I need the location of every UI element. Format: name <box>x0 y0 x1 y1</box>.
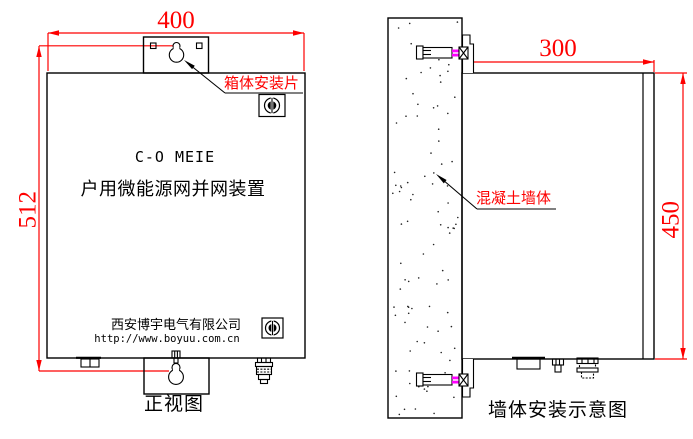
keyhole-mounting-slot-icon <box>168 362 184 385</box>
screw-icon <box>171 350 181 364</box>
cable-gland-icon <box>254 357 274 385</box>
expansion-anchor-bolt-icon <box>415 45 469 60</box>
dimension-400-lines <box>47 30 305 71</box>
mounting-plate-callout: 箱体安装片 <box>224 75 300 92</box>
keyhole-mounting-slot-icon <box>168 41 185 63</box>
device-model-text: C-O MEIE <box>134 148 216 166</box>
enclosure-side-outline <box>461 72 655 360</box>
cable-gland-icon <box>576 357 599 379</box>
enclosure-outline <box>46 72 306 359</box>
wall-leader-line <box>436 174 556 210</box>
front-view-caption: 正视图 <box>143 394 204 415</box>
front-view <box>46 36 306 395</box>
side-view <box>415 34 655 398</box>
concrete-wall <box>387 17 463 419</box>
bottom-mounting-plate <box>143 350 210 395</box>
dimension-450-label: 450 <box>657 201 685 239</box>
mounting-plate-leader-line <box>184 60 303 94</box>
side-view-caption: 墙体安装示意图 <box>487 400 628 421</box>
company-name-text: 西安博宇电气有限公司 <box>110 317 241 332</box>
antenna-stub-icon <box>551 358 565 373</box>
dimension-512-label: 512 <box>14 191 42 229</box>
connector-side-icon <box>512 356 545 370</box>
dimension-400-label: 400 <box>157 7 195 34</box>
terminal-block-icon <box>76 356 101 368</box>
dimension-300-label: 300 <box>539 35 577 62</box>
device-product-name: 户用微能源网并网装置 <box>80 179 266 199</box>
concrete-wall-callout: 混凝土墙体 <box>476 190 552 207</box>
company-website-text: http://www.boyuu.com.cn <box>94 333 240 345</box>
top-mounting-plate <box>142 36 210 74</box>
expansion-anchor-bolt-icon <box>415 372 469 387</box>
concrete-stipple-texture <box>392 21 459 416</box>
dimension-450-lines <box>655 72 687 360</box>
screw-head-icon <box>261 317 284 339</box>
screw-head-icon <box>258 93 286 118</box>
